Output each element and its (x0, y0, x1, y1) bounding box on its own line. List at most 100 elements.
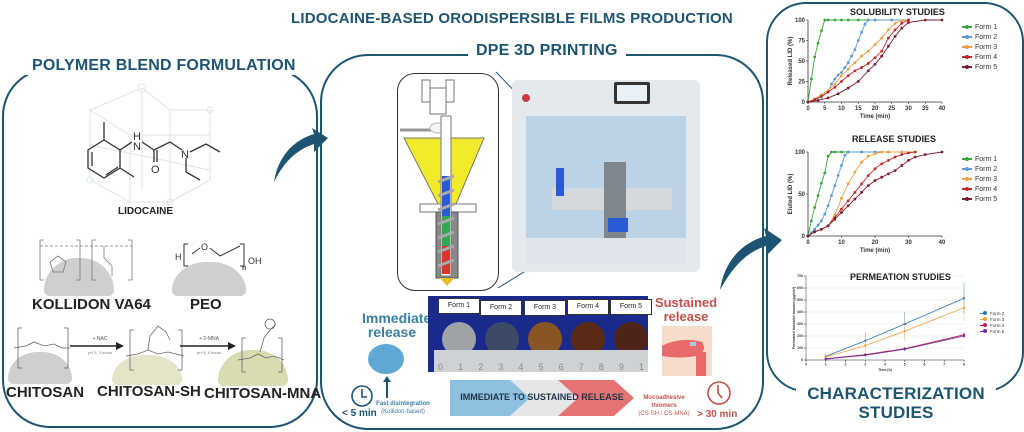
x-tick-label: 20 (872, 240, 879, 246)
data-point (900, 153, 904, 156)
x-tick-label: 5 (823, 106, 827, 112)
ruler-tick: 3 (498, 362, 504, 372)
x-tick-label: 0 (806, 240, 810, 246)
data-point (840, 211, 843, 214)
legend-swatch (980, 323, 987, 327)
data-point (913, 155, 917, 159)
crystal-lattice-decoration (86, 83, 214, 206)
lidocaine-atom-n-amide: N (133, 141, 141, 153)
data-point (840, 74, 843, 78)
data-point (826, 96, 830, 100)
sustained-time-label: > 30 min (697, 409, 738, 420)
printer-emergency-stop-icon (522, 94, 530, 102)
data-point (816, 223, 820, 227)
data-point (846, 74, 850, 78)
legend-swatch (962, 176, 972, 181)
legend-label: Form 3 (975, 175, 998, 183)
clock-icon-slow (707, 381, 731, 405)
solubility-chart-title: SOLUBILITY STUDIES (850, 7, 945, 17)
legend-item-form-3: Form 3 (980, 316, 1004, 322)
legend-label: Form 2 (975, 33, 998, 41)
data-point (826, 204, 830, 208)
series-form-4 (824, 332, 966, 360)
data-point (823, 18, 827, 22)
data-point (887, 150, 890, 154)
ruler-tick: 1 (638, 362, 644, 372)
dpe-printing-title: DPE 3D PRINTING (468, 42, 626, 60)
x-axis-label: Time (min) (860, 248, 890, 254)
data-point (900, 150, 904, 154)
series-line (807, 19, 909, 103)
data-point (860, 54, 863, 58)
lidocaine-label: LIDOCAINE (118, 206, 173, 217)
data-point (900, 26, 904, 30)
data-point (880, 54, 884, 58)
data-point (809, 219, 813, 223)
data-point (816, 41, 820, 45)
data-point (826, 224, 830, 228)
y-tick-label: 600 (797, 286, 803, 290)
data-point (880, 150, 884, 154)
legend-swatch (962, 34, 972, 39)
x-axis-label: Time (min) (860, 114, 890, 120)
data-point (830, 82, 833, 86)
ruler: 0 1 2 3 4 5 6 7 8 9 1 (434, 350, 648, 372)
data-point (866, 49, 870, 53)
data-point (873, 56, 877, 60)
data-point (823, 171, 827, 175)
y-tick-label: 25 (798, 80, 805, 86)
legend-label: Form 3 (990, 316, 1005, 322)
legend-swatch (962, 166, 972, 171)
data-point (907, 21, 910, 24)
clock-icon-fast (351, 385, 373, 407)
series-line (807, 19, 909, 103)
series-form-5 (806, 18, 944, 104)
films-photo: Form 1 Form 2 Form 3 Form 4 Form 5 0 1 2… (428, 296, 652, 372)
data-point (846, 204, 850, 208)
data-point (846, 67, 850, 71)
data-point (806, 234, 810, 238)
legend-item-form-5: Form 5 (962, 62, 997, 72)
x-tick-label: 2 (845, 363, 847, 367)
legend-swatch (980, 311, 987, 315)
printer-touchscreen (614, 82, 650, 104)
legend-label: Form 5 (975, 63, 998, 71)
data-point (900, 164, 904, 167)
legend-swatch (962, 24, 972, 29)
data-point (923, 153, 927, 156)
x-tick-label: 1 (825, 363, 827, 367)
legend-label: Form 4 (975, 53, 998, 61)
legend-item-form-3: Form 3 (962, 174, 997, 184)
legend-label: Form 2 (990, 310, 1005, 316)
chitosan-sh-powder (112, 355, 182, 385)
data-point (856, 18, 860, 22)
data-point (833, 150, 837, 154)
data-point (824, 357, 827, 361)
x-tick-label: 0 (806, 106, 810, 112)
data-point (813, 227, 817, 231)
x-tick-label: 25 (888, 106, 895, 112)
x-tick-label: 40 (939, 240, 946, 246)
y-axis-label: Permeated lidocaine amount (µg/cm²) (792, 287, 796, 349)
data-point (864, 354, 867, 357)
x-tick-label: 8 (963, 363, 965, 367)
printer-blue-part (556, 168, 564, 196)
x-tick-label: 4 (884, 363, 886, 367)
series-form-4 (806, 150, 917, 238)
polymer-blend-title: POLYMER BLEND FORMULATION (24, 57, 304, 75)
form-label-4: Form 4 (567, 299, 609, 315)
form-label-3: Form 3 (524, 300, 566, 316)
peo-label: PEO (190, 296, 222, 313)
kollidon-structure (39, 239, 133, 281)
data-point (880, 49, 884, 53)
data-point (853, 170, 857, 174)
peo-structure: H O n OH (175, 242, 262, 272)
y-tick-label: 0 (801, 358, 803, 362)
data-point (887, 28, 890, 32)
ruler-tick: 2 (478, 362, 484, 372)
legend-swatch (980, 317, 987, 321)
data-point (853, 197, 857, 201)
legend-item-form-1: Form 1 (962, 154, 997, 164)
data-point (866, 184, 870, 187)
